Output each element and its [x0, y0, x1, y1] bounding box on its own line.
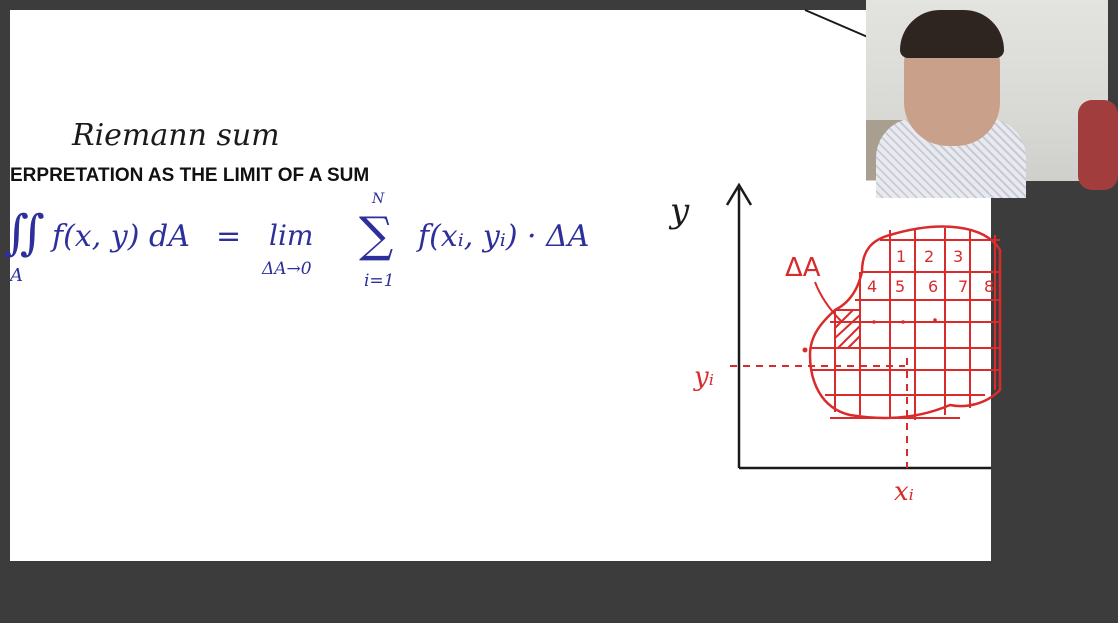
yi-label: yᵢ [693, 362, 714, 392]
ellipsis-dot [933, 318, 937, 322]
sample-point-dot [802, 347, 808, 353]
cell-number: 6 [928, 277, 938, 296]
riemann-sum-heading: Riemann sum [72, 118, 280, 153]
xi-label: xᵢ [894, 477, 914, 507]
delta-a-hatched-cell [834, 309, 861, 349]
cell-number: 8 [984, 277, 994, 296]
delta-a-pointer [814, 281, 843, 323]
y-axis-arrow-icon [725, 182, 753, 206]
sum-upper-bound: N [372, 191, 385, 207]
limit-operator: lim [269, 219, 314, 252]
whiteboard-slide: Riemann sum ERPRETATION AS THE LIMIT OF … [4, 9, 1002, 561]
summand: f(xᵢ, yᵢ) · ΔA [418, 219, 590, 254]
equals-sign: = [216, 219, 242, 254]
double-integral-icon: ∬ [4, 205, 45, 261]
integrand: f(x, y) dA [52, 219, 190, 254]
page-title: ERPRETATION AS THE LIMIT OF A SUM [10, 165, 370, 186]
sum-lower-bound: i=1 [364, 271, 395, 291]
cell-number: 1 [896, 247, 906, 266]
cell-number: 4 [867, 277, 877, 296]
ellipsis-dot [901, 320, 905, 324]
partition-grid [810, 228, 1000, 420]
background-chair [1078, 100, 1118, 190]
region-grid-diagram: y ΔA [668, 9, 1002, 507]
ellipsis-dot [872, 320, 876, 324]
delta-a-label: ΔA [785, 253, 821, 283]
cell-number: 3 [953, 247, 963, 266]
summation-icon: ∑ [359, 207, 394, 263]
integral-subscript: A [10, 265, 23, 286]
stray-line [804, 9, 871, 39]
webcam-overlay [866, 0, 1118, 198]
cell-number: 2 [924, 247, 934, 266]
region-outline [808, 225, 1002, 420]
y-axis-label: y [668, 191, 690, 231]
cell-numbers: 1 2 3 4 5 6 7 8 [867, 247, 994, 324]
cell-number: 5 [895, 277, 905, 296]
limit-subscript: ΔA→0 [262, 259, 312, 279]
presenter-hair [900, 10, 1004, 58]
cell-number: 7 [958, 277, 968, 296]
